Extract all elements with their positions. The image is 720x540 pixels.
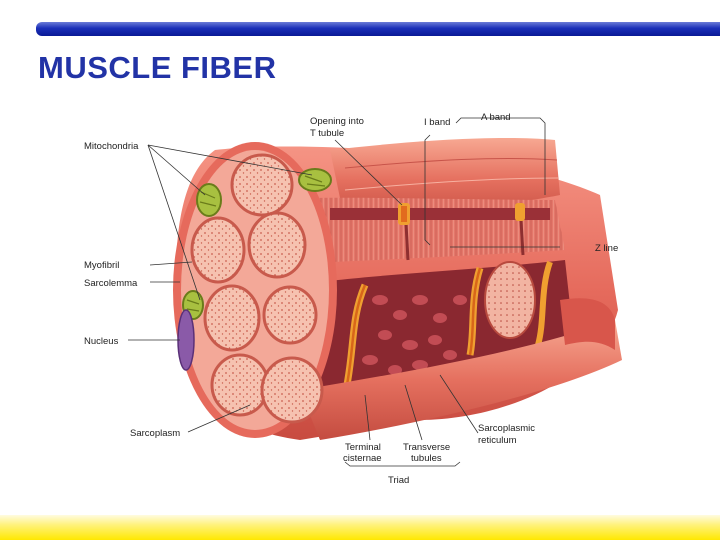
myofibril-section-right xyxy=(484,261,536,339)
nucleus-shape xyxy=(177,309,195,371)
label-transverse-tubules-2: tubules xyxy=(411,453,442,464)
slide-title: MUSCLE FIBER xyxy=(38,50,277,85)
leader-lines xyxy=(128,139,560,441)
label-terminal-cisternae-1: Terminal xyxy=(345,442,381,453)
label-sarcolemma: Sarcolemma xyxy=(84,278,138,289)
label-mitochondria: Mitochondria xyxy=(84,141,139,152)
label-triad: Triad xyxy=(388,475,409,486)
label-myofibril: Myofibril xyxy=(84,260,119,271)
label-a-band: A band xyxy=(481,112,511,123)
label-i-band: I band xyxy=(424,117,450,128)
label-transverse-tubules-1: Transverse xyxy=(403,442,450,453)
label-opening-t-tubule-1: Opening into xyxy=(310,116,364,127)
footer-bar-decoration xyxy=(0,515,720,540)
label-nucleus: Nucleus xyxy=(84,336,119,347)
label-opening-t-tubule-2: T tubule xyxy=(310,128,344,139)
label-z-line: Z line xyxy=(595,243,618,254)
label-terminal-cisternae-2: cisternae xyxy=(343,453,382,464)
label-sarcoplasmic-reticulum-2: reticulum xyxy=(478,435,517,446)
title-bar-decoration xyxy=(36,22,720,36)
label-sarcoplasmic-reticulum-1: Sarcoplasmic xyxy=(478,423,535,434)
label-sarcoplasm: Sarcoplasm xyxy=(130,428,180,439)
band-brackets xyxy=(344,117,546,467)
reticulum-strip-top xyxy=(330,208,550,220)
myofibril-cross-sections xyxy=(190,153,324,424)
lower-myofibril-tube xyxy=(300,320,622,440)
